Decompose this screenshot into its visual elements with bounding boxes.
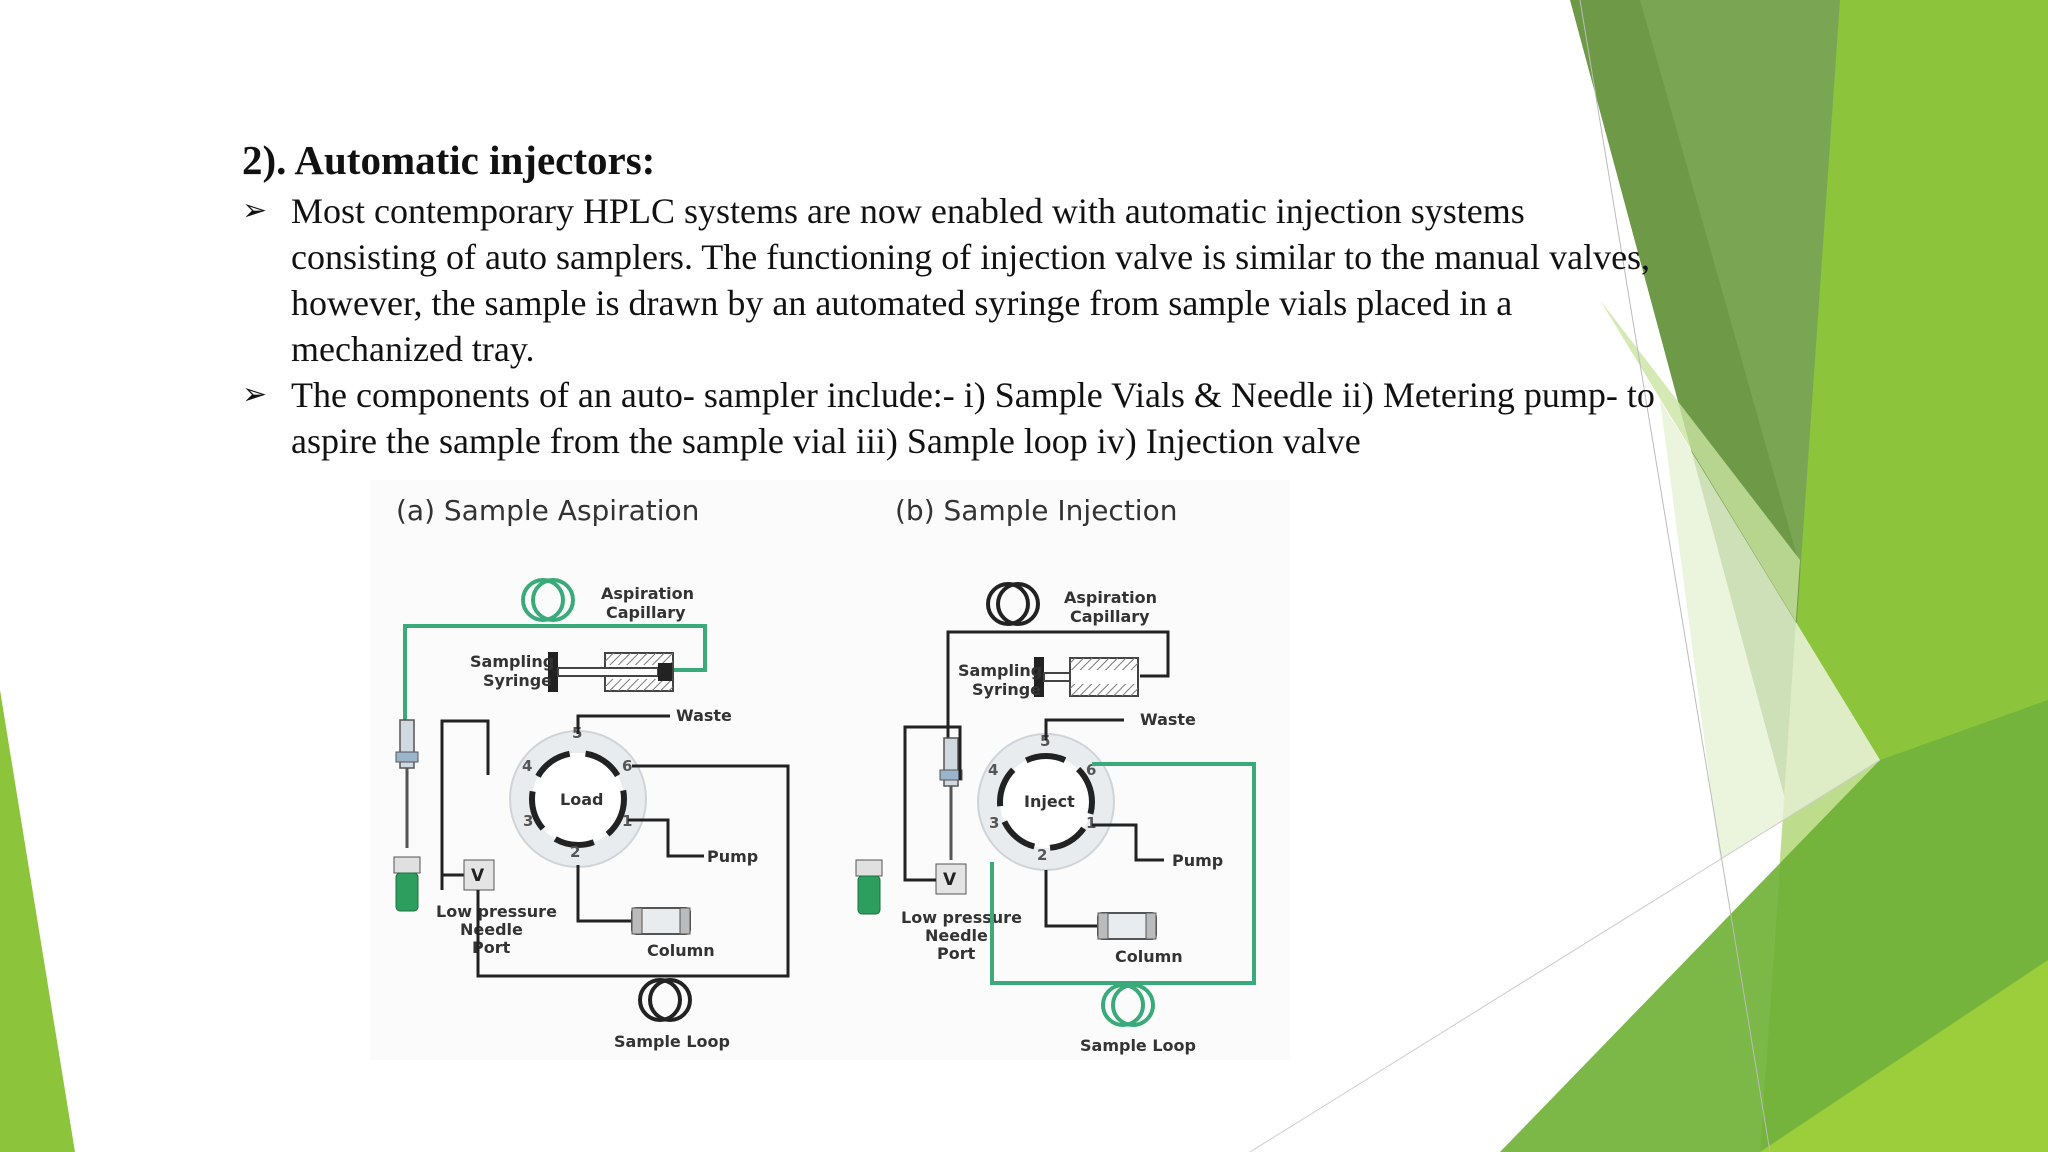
port-label: Needle	[925, 926, 988, 945]
port-number-5: 5	[1040, 732, 1050, 750]
syringe-hatch	[605, 679, 673, 691]
port-label: Port	[472, 938, 511, 957]
port-number-4: 4	[988, 761, 998, 779]
left-green-wedge	[0, 690, 75, 1152]
slide-title: 2). Automatic injectors:	[242, 137, 656, 183]
bullet-text: Most contemporary HPLC systems are now e…	[291, 191, 1651, 369]
bottom-green-wedge	[1500, 700, 2048, 1152]
port-label: Low pressure	[436, 902, 557, 921]
aspiration-label: Capillary	[1070, 607, 1150, 626]
syringe-hatch	[1070, 684, 1138, 696]
column-line	[1044, 870, 1098, 928]
valve-label: Load	[560, 790, 603, 809]
sample-loop-line	[476, 764, 790, 978]
column-label: Column	[647, 941, 715, 960]
waste-label: Waste	[676, 706, 732, 725]
syringe-plunger-head	[658, 663, 672, 681]
sample-loop-coil-icon	[638, 978, 692, 1022]
aspiration-label: Capillary	[606, 603, 686, 622]
sample-vial-icon	[857, 875, 881, 915]
pump-label: Pump	[707, 847, 758, 866]
pump-label: Pump	[1172, 851, 1223, 870]
port-number-2: 2	[570, 843, 580, 861]
valve-rotor	[997, 753, 1095, 851]
port-number-1: 1	[622, 812, 632, 830]
thin-line-1	[1579, 0, 1771, 1152]
pump-line	[628, 818, 704, 858]
panel-aspiration: (a) Sample Aspiration Aspiration Capilla…	[393, 494, 790, 1051]
waste-line	[1044, 718, 1124, 740]
port-line	[903, 725, 962, 882]
syringe-plunger	[1043, 672, 1071, 682]
aspiration-label: Aspiration	[1064, 588, 1157, 607]
sample-vial-icon	[395, 872, 419, 912]
sample-loop-label: Sample Loop	[1080, 1036, 1196, 1055]
sample-loop-line	[990, 762, 1256, 985]
bullet-text: The components of an auto- sampler inclu…	[291, 375, 1655, 461]
vial-cap	[393, 856, 421, 874]
arrow-bullet-icon: ➢	[242, 378, 268, 411]
port-number-6: 6	[1086, 761, 1096, 779]
column-label: Column	[1115, 947, 1183, 966]
port-number-3: 3	[523, 812, 533, 830]
port-label: Port	[937, 944, 976, 963]
aspiration-line	[403, 624, 707, 740]
bullet-item: ➢ The components of an auto- sampler inc…	[242, 372, 1662, 464]
needle-port-v: V	[943, 870, 957, 890]
syringe-hatch	[1070, 658, 1138, 670]
port-label: Low pressure	[901, 908, 1022, 927]
diagram-background	[370, 480, 1290, 1060]
bullet-item: ➢ Most contemporary HPLC systems are now…	[242, 188, 1662, 372]
sample-loop-coil-icon	[1101, 983, 1155, 1027]
vial-cap	[855, 859, 883, 877]
aspiration-coil-icon	[521, 578, 575, 622]
right-pale-panel-2	[1660, 400, 1880, 860]
port-label: Needle	[460, 920, 523, 939]
column-cap	[1145, 912, 1157, 940]
panel-injection: (b) Sample Injection Aspiration Capillar…	[855, 494, 1256, 1055]
sample-loop-label: Sample Loop	[614, 1032, 730, 1051]
aspiration-coil-icon	[986, 582, 1040, 626]
syringe-label: Syringe	[483, 671, 552, 690]
column-cap	[1097, 912, 1109, 940]
pump-line	[1092, 823, 1164, 862]
valve-rotor	[529, 750, 627, 848]
needle-collar	[395, 751, 419, 763]
arrow-bullet-icon: ➢	[242, 194, 268, 227]
column-cap	[631, 907, 643, 935]
waste-label: Waste	[1140, 710, 1196, 729]
needle-port-v: V	[471, 866, 485, 886]
syringe-label: Syringe	[972, 680, 1041, 699]
syringe-label: Sampling	[470, 652, 554, 671]
port-number-6: 6	[622, 757, 632, 775]
panel-a-title: (a) Sample Aspiration	[396, 494, 699, 527]
column-line	[576, 865, 632, 923]
syringe-plunger-cap	[548, 652, 558, 692]
port-number-3: 3	[989, 814, 999, 832]
valve-label: Inject	[1024, 792, 1075, 811]
column-cap	[679, 907, 691, 935]
panel-b-title: (b) Sample Injection	[895, 494, 1177, 527]
syringe-plunger	[557, 667, 659, 677]
thin-line-2	[1249, 759, 1881, 1152]
aspiration-line	[946, 630, 1170, 740]
bottom-lime-wedge	[1760, 960, 2048, 1152]
syringe-hatch	[605, 653, 673, 665]
port-number-2: 2	[1037, 846, 1047, 864]
syringe-label: Sampling	[958, 661, 1042, 680]
port-number-4: 4	[522, 757, 532, 775]
bullet-list: ➢ Most contemporary HPLC systems are now…	[242, 188, 1662, 464]
syringe-plunger-cap	[1034, 657, 1044, 697]
needle-port-icon	[463, 859, 495, 891]
aspiration-label: Aspiration	[601, 584, 694, 603]
needle-collar	[939, 769, 963, 781]
port-line	[440, 719, 490, 890]
waste-line	[576, 714, 670, 734]
port-number-1: 1	[1086, 814, 1096, 832]
autosampler-diagram: (a) Sample Aspiration Aspiration Capilla…	[370, 480, 1290, 1060]
